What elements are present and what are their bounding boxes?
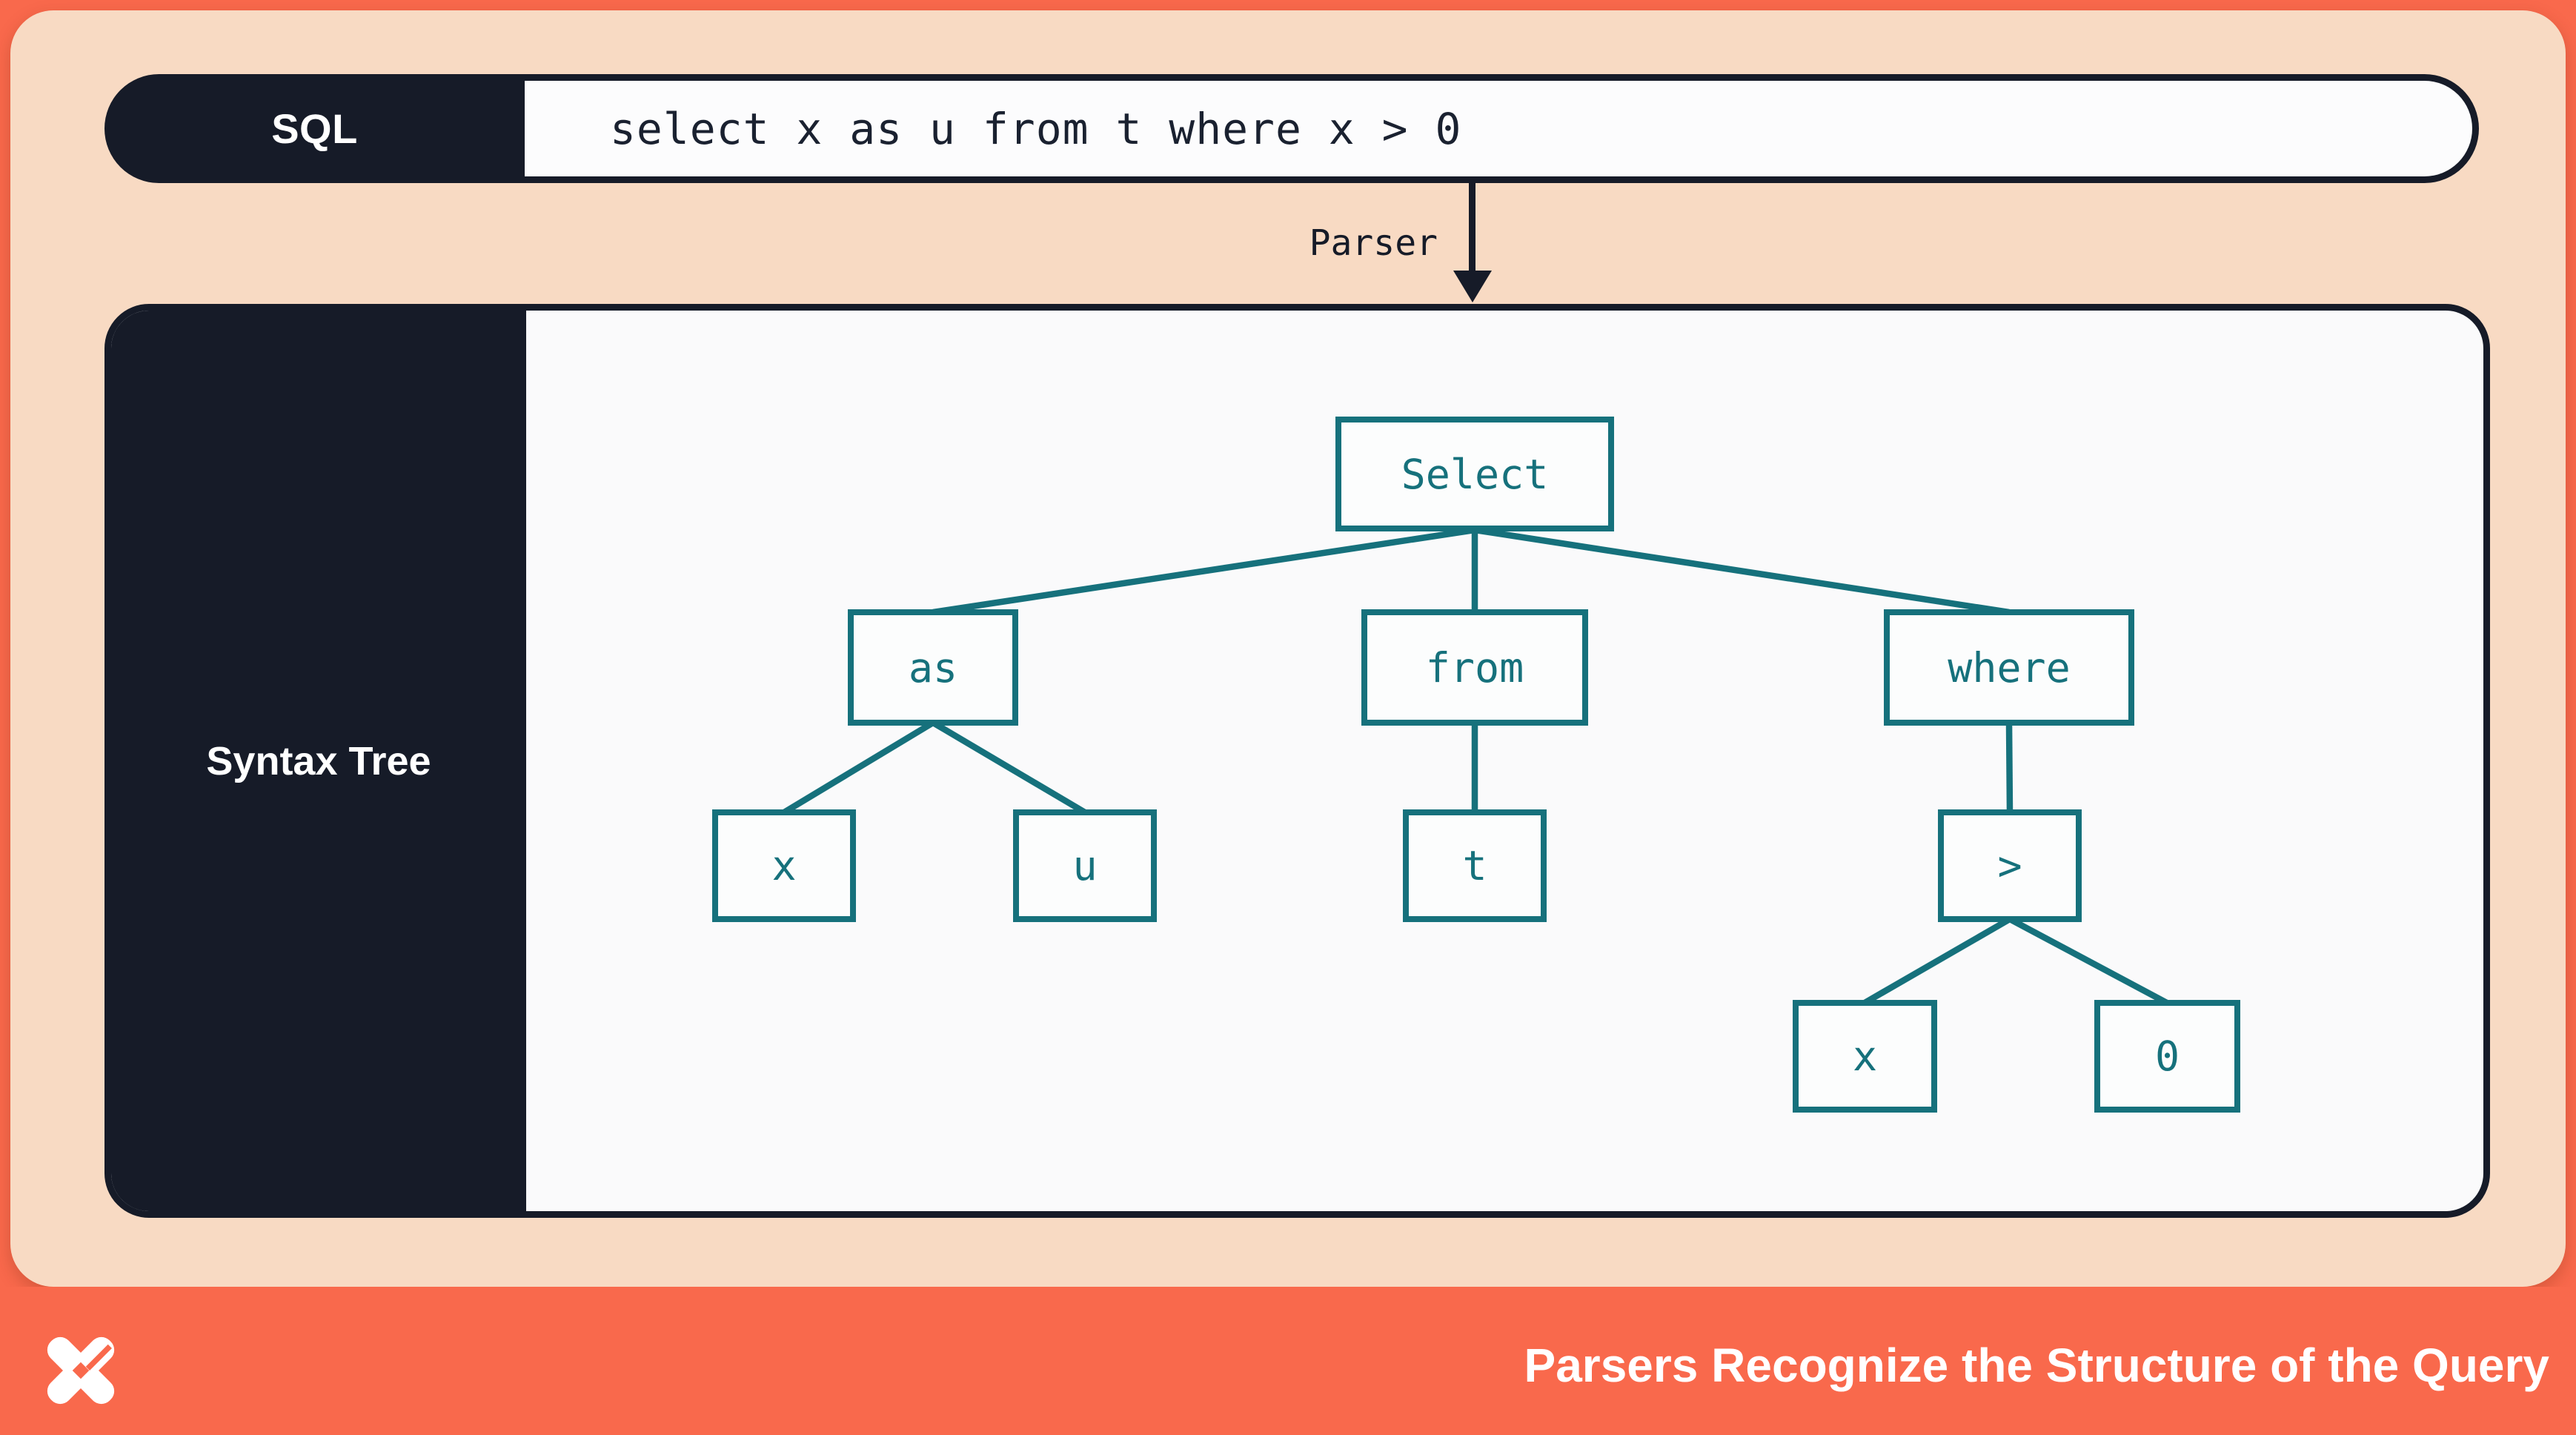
tree-node-zero: 0 <box>2094 1000 2240 1113</box>
tree-node-gt: > <box>1938 809 2082 922</box>
tree-node-zero-label: 0 <box>2154 1033 2180 1080</box>
tree-node-where-label: where <box>1948 643 2071 692</box>
syntax-tree-label: Syntax Tree <box>206 738 431 783</box>
syntax-tree-sidebar: Syntax Tree <box>111 311 526 1211</box>
arrow-stem <box>1469 183 1475 274</box>
syntax-tree-panel: Syntax Tree <box>104 304 2490 1218</box>
tree-node-as: as <box>848 609 1018 726</box>
tree-node-select-label: Select <box>1401 450 1549 498</box>
tree-node-t-label: t <box>1462 842 1487 889</box>
tree-node-u: u <box>1013 809 1157 922</box>
tree-node-as-label: as <box>908 643 958 692</box>
tree-node-select: Select <box>1335 417 1614 531</box>
arrow-head-icon <box>1453 271 1492 302</box>
sql-bar-label-text: SQL <box>271 105 358 152</box>
tree-node-x2: x <box>1793 1000 1937 1113</box>
footer-title: Parsers Recognize the Structure of the Q… <box>1524 1339 2550 1392</box>
tree-node-x2-label: x <box>1852 1033 1878 1080</box>
tree-node-t: t <box>1403 809 1547 922</box>
tree-node-u-label: u <box>1072 842 1098 889</box>
tree-node-from: from <box>1361 609 1588 726</box>
tree-node-where: where <box>1884 609 2134 726</box>
sql-code-text: select x as u from t where x > 0 <box>610 103 1462 154</box>
sql-bar-label: SQL <box>104 74 525 183</box>
sql-code-field: select x as u from t where x > 0 <box>525 81 2472 176</box>
tree-node-x1: x <box>712 809 856 922</box>
tree-node-x1-label: x <box>771 842 797 889</box>
tree-node-from-label: from <box>1425 643 1524 692</box>
dbt-logo-icon <box>47 1336 115 1405</box>
footer-bar: Parsers Recognize the Structure of the Q… <box>0 1287 2576 1435</box>
tree-node-gt-label: > <box>1997 842 2022 889</box>
sql-bar: SQL select x as u from t where x > 0 <box>104 74 2479 183</box>
parser-label: Parser <box>1309 222 1438 264</box>
